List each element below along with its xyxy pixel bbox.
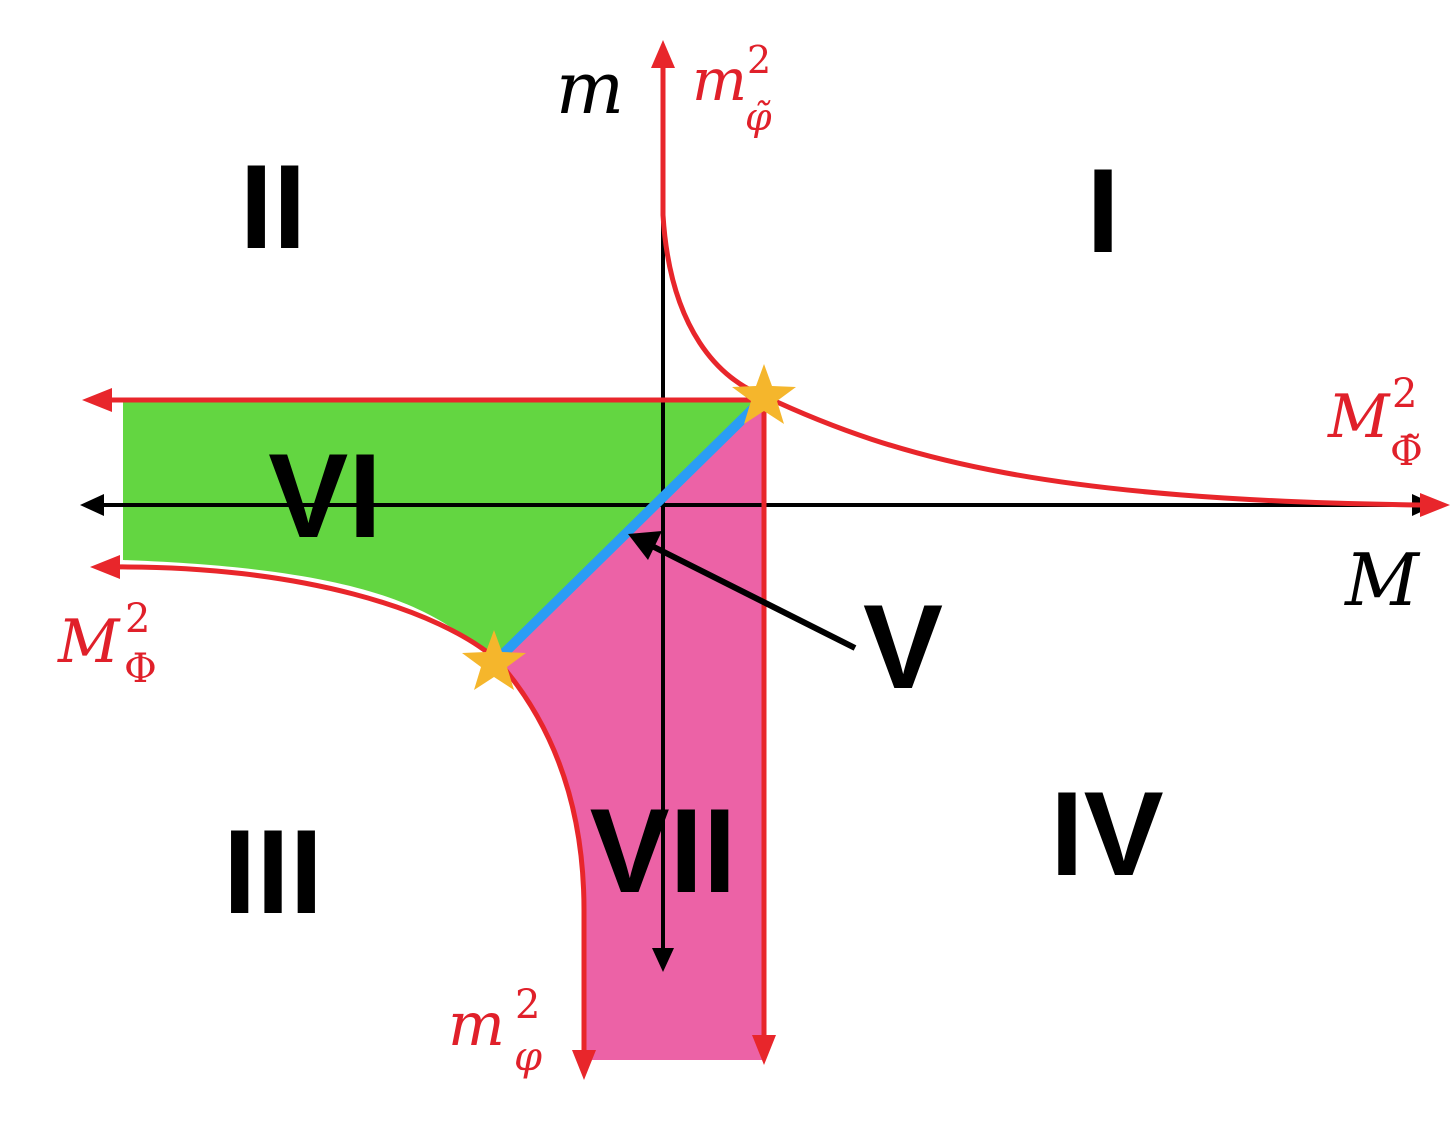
svg-text:M: M <box>1327 382 1391 452</box>
curve-label-right: M 2 Φ̃ <box>1327 371 1423 475</box>
svg-text:2: 2 <box>125 596 150 642</box>
svg-text:2: 2 <box>747 38 771 82</box>
curve-upper-hyperbola <box>660 55 1421 508</box>
vertical-axis <box>652 200 674 972</box>
svg-text:Φ̃: Φ̃ <box>1390 429 1423 475</box>
star-upper <box>732 364 796 424</box>
svg-text:φ: φ <box>514 1034 542 1080</box>
curve-arrowheads <box>82 40 1450 1080</box>
region-label-IV: IV <box>1050 767 1163 901</box>
curve-label-top: m 2 φ̃ <box>692 38 772 139</box>
region-label-I: I <box>1086 144 1119 278</box>
region-label-II: II <box>240 140 307 274</box>
svg-text:Φ: Φ <box>124 646 157 692</box>
curve-label-bottom: m 2 φ <box>448 982 542 1080</box>
axis-label-m: m <box>556 46 624 130</box>
svg-text:M: M <box>57 607 121 677</box>
region-label-VI: VI <box>268 429 381 563</box>
region-label-V: V <box>863 580 943 714</box>
line-V <box>493 394 768 664</box>
pointer-arrow-V <box>628 531 857 651</box>
axis-label-M: M <box>1343 538 1421 622</box>
svg-text:φ̃: φ̃ <box>745 95 772 139</box>
region-VI-fill <box>123 400 764 660</box>
svg-text:2: 2 <box>515 982 540 1028</box>
svg-text:2: 2 <box>1392 371 1417 417</box>
region-label-VII: VII <box>590 784 737 918</box>
region-VII-fill <box>497 400 764 1060</box>
svg-text:m: m <box>448 990 505 1060</box>
svg-text:m: m <box>692 46 747 114</box>
curve-label-left: M 2 Φ <box>57 596 157 692</box>
region-label-III: III <box>223 805 323 939</box>
star-lower <box>462 630 526 690</box>
